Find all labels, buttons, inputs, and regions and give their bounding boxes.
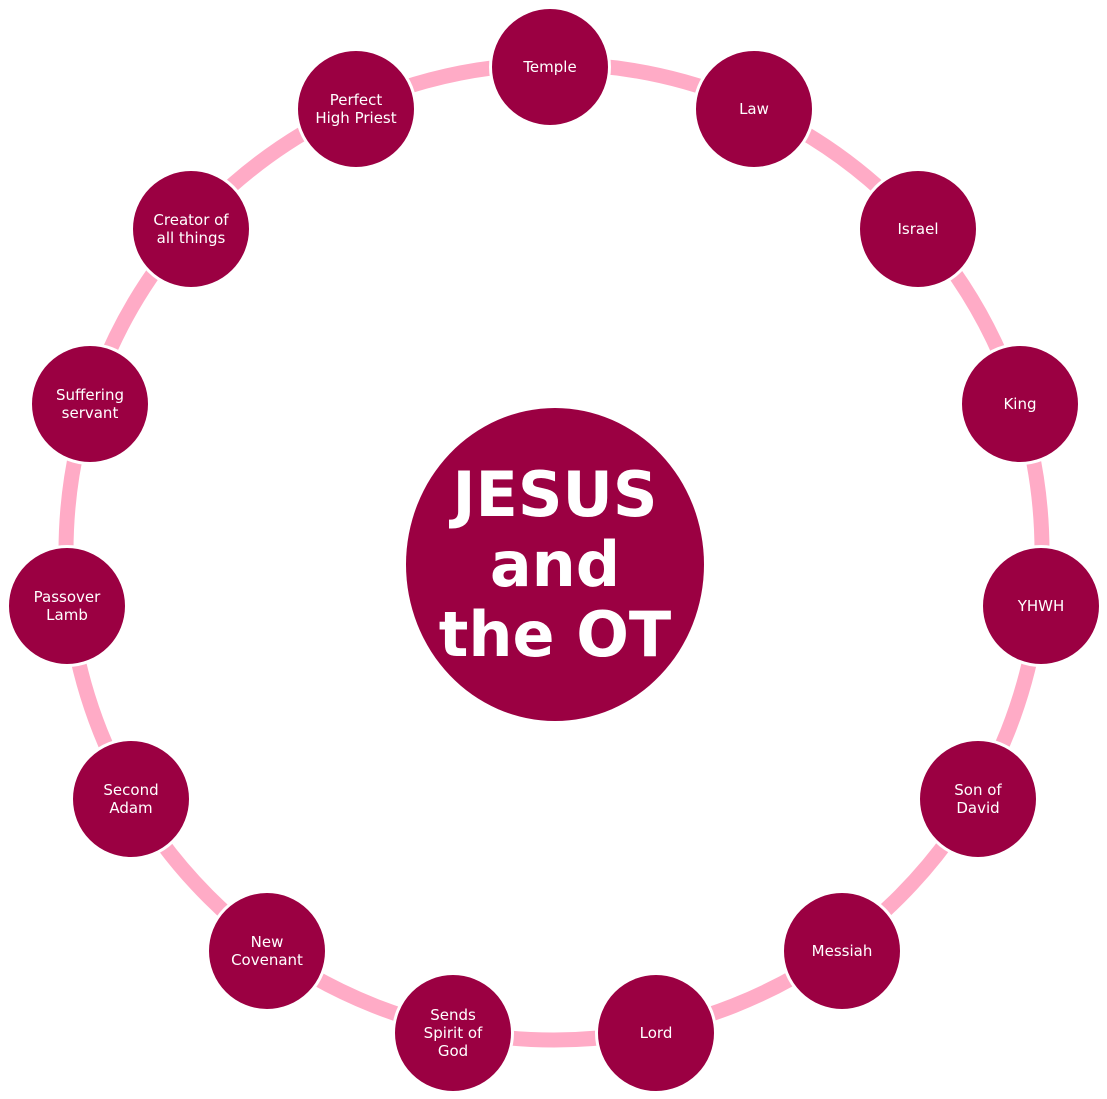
node-sends-spirit-of-god[interactable]: Sends Spirit of God	[392, 972, 514, 1094]
node-passover-lamb[interactable]: Passover Lamb	[6, 545, 128, 667]
node-creator-of-all-things[interactable]: Creator of all things	[130, 168, 252, 290]
node-temple[interactable]: Temple	[489, 6, 611, 128]
node-israel[interactable]: Israel	[857, 168, 979, 290]
node-suffering-servant[interactable]: Suffering servant	[29, 343, 151, 465]
node-lord[interactable]: Lord	[595, 972, 717, 1094]
node-son-of-david[interactable]: Son of David	[917, 738, 1039, 860]
node-king[interactable]: King	[959, 343, 1081, 465]
node-yhwh[interactable]: YHWH	[980, 545, 1102, 667]
node-messiah[interactable]: Messiah	[781, 890, 903, 1012]
node-second-adam[interactable]: Second Adam	[70, 738, 192, 860]
node-perfect-high-priest[interactable]: Perfect High Priest	[295, 48, 417, 170]
node-new-covenant[interactable]: New Covenant	[206, 890, 328, 1012]
node-law[interactable]: Law	[693, 48, 815, 170]
center-title: JESUS and the OT	[406, 408, 704, 721]
